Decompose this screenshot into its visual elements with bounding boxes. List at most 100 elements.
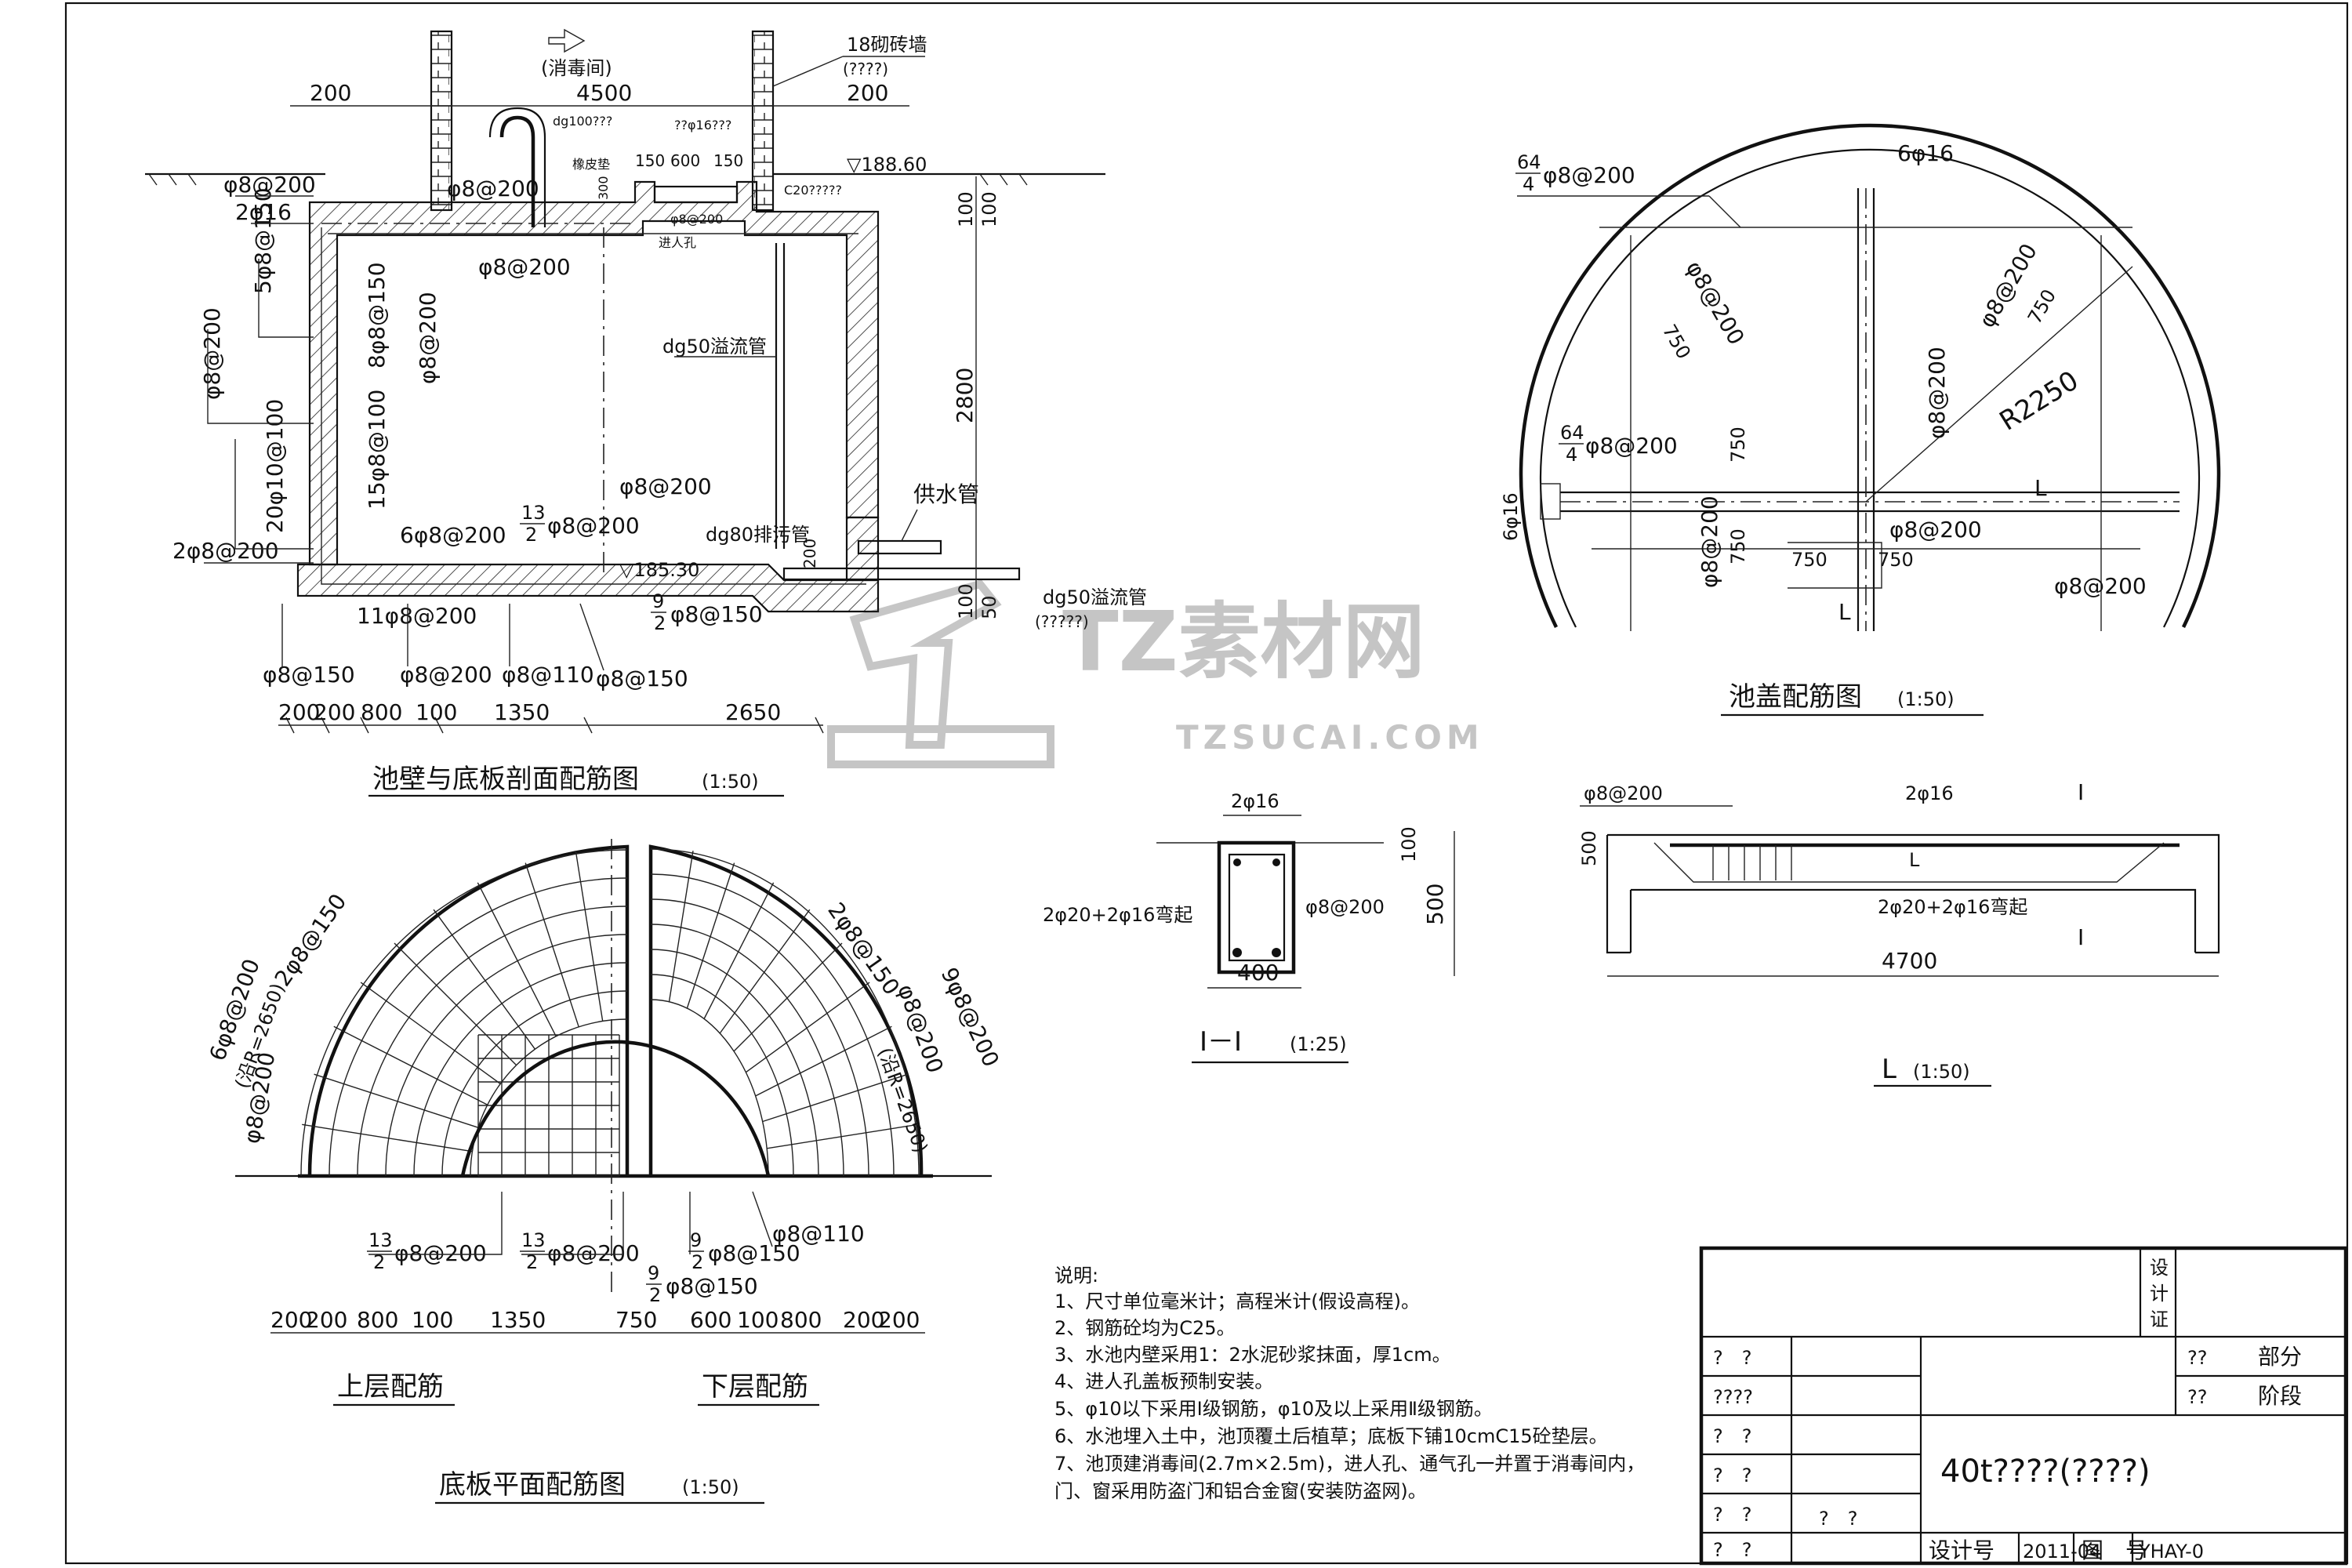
svg-text:750: 750 (1878, 549, 1914, 571)
svg-text:64: 64 (1560, 422, 1584, 444)
svg-text:100: 100 (955, 583, 977, 619)
svg-text:750: 750 (1727, 528, 1749, 564)
drawing-title: 40t????(????) (1940, 1454, 2151, 1490)
svg-text:1350: 1350 (490, 1307, 546, 1333)
svg-text:600: 600 (690, 1307, 731, 1333)
svg-text:8φ8@150: 8φ8@150 (364, 262, 390, 368)
svg-text:750: 750 (1727, 426, 1749, 463)
svg-text:200: 200 (270, 1307, 312, 1333)
concrete-label: C20????? (784, 183, 842, 198)
svg-text:φ8@200: φ8@200 (447, 176, 539, 201)
vent-label: dg100??? (553, 114, 612, 129)
svg-text:750: 750 (2024, 285, 2060, 328)
svg-text:φ8@200: φ8@200 (1305, 896, 1385, 918)
svg-text:500: 500 (1578, 830, 1600, 866)
svg-text:4700: 4700 (1882, 948, 1937, 974)
manhole-rebar: ??φ16??? (674, 118, 731, 132)
svg-text:11φ8@200: 11φ8@200 (357, 603, 477, 629)
svg-text:? ?: ? ? (1713, 1465, 1751, 1486)
svg-text:? ?: ? ? (1713, 1539, 1751, 1561)
plan-frac-d: 9 2 φ8@150 (646, 1262, 758, 1306)
manhole-cover (653, 185, 739, 204)
svg-text:φ8@200: φ8@200 (1924, 347, 1950, 439)
svg-text:φ8@200: φ8@200 (1585, 433, 1678, 459)
beam-section-outline (1217, 840, 1296, 975)
svg-text:部分: 部分 (2258, 1344, 2302, 1370)
svg-text:64: 64 (1517, 151, 1541, 173)
svg-text:(1:25): (1:25) (1290, 1033, 1347, 1055)
svg-text:150: 150 (635, 151, 665, 170)
beam-l-view: φ8@200 2φ16 2φ20+2φ16弯起 500 4700 L I I L… (1578, 779, 2220, 1087)
svg-text:φ8@200: φ8@200 (547, 513, 640, 539)
cover-view: 64 4 φ8@200 6φ16 φ8@200 750 φ8@200 750 φ… (1500, 123, 2221, 717)
svg-text:13: 13 (521, 1229, 546, 1251)
svg-text:1350: 1350 (494, 699, 550, 725)
drain-pipe-label: dg80排污管 (706, 524, 810, 546)
svg-text:13: 13 (521, 502, 546, 524)
svg-text:800: 800 (361, 699, 402, 725)
svg-text:2: 2 (373, 1251, 385, 1273)
svg-text:2φ20+2φ16弯起: 2φ20+2φ16弯起 (1043, 904, 1192, 926)
cover-beam-l: L (2034, 475, 2047, 501)
svg-text:2: 2 (649, 1284, 661, 1306)
overflow-pipe-2: dg50溢流管 (1043, 586, 1147, 608)
cover-frac-mid: 64 4 φ8@200 (1559, 422, 1678, 466)
svg-text:设计号: 设计号 (1929, 1537, 1994, 1563)
beam-section-view: 2φ16 2φ20+2φ16弯起 φ8@200 400 500 100 I－I … (1043, 790, 1455, 1064)
section-view: (消毒间) 18砌砖墙 (????) 200 4500 200 dg100???… (145, 28, 1147, 797)
svg-text:φ8@200: φ8@200 (1681, 256, 1749, 349)
dim-2800: 2800 (952, 368, 978, 423)
svg-text:图 号: 图 号 (2082, 1537, 2147, 1563)
svg-text:(1:50): (1:50) (1913, 1061, 1970, 1083)
svg-text:设: 设 (2150, 1257, 2169, 1279)
brick-wall-sub: (????) (843, 60, 888, 78)
rebar-labels-bottom: 11φ8@200 φ8@150 φ8@200 φ8@110 φ8@150 (263, 603, 688, 691)
plan-labels-left: 2φ8@150 6φ8@200 (沿R=2650) φ8@200 (205, 889, 352, 1145)
svg-text:4、进人孔盖板预制安装。: 4、进人孔盖板预制安装。 (1054, 1370, 1273, 1392)
svg-text:2: 2 (691, 1251, 703, 1273)
svg-text:2、钢筋砼均为C25。: 2、钢筋砼均为C25。 (1054, 1317, 1236, 1339)
svg-text:L: L (1909, 849, 1920, 871)
svg-text:门、窗采用防盗门和铝合金窗(安装防盗网)。: 门、窗采用防盗门和铝合金窗(安装防盗网)。 (1054, 1480, 1427, 1502)
svg-text:φ8@150: φ8@150 (670, 601, 763, 627)
cover-scale: (1:50) (1897, 688, 1955, 710)
sheet-border (64, 2, 2349, 1565)
svg-text:φ8@200: φ8@200 (415, 292, 441, 384)
svg-text:750: 750 (1791, 549, 1828, 571)
svg-text:200: 200 (278, 699, 320, 725)
svg-text:7、池顶建消毒间(2.7m×2.5m)，进人孔、通气孔一并置: 7、池顶建消毒间(2.7m×2.5m)，进人孔、通气孔一并置于消毒间内， (1054, 1453, 1645, 1475)
svg-text:φ8@150: φ8@150 (263, 662, 355, 688)
svg-text:φ8@200: φ8@200 (1584, 782, 1663, 804)
svg-text:600: 600 (670, 151, 700, 170)
svg-text:9φ8@200: 9φ8@200 (936, 964, 1004, 1071)
overflow-pipe: dg50溢流管 (662, 336, 767, 358)
brick-wall-label: 18砌砖墙 (847, 34, 927, 56)
dims-bottom: 200 200 800 100 1350 2650 (278, 699, 781, 725)
cover-left-bar: 6φ16 (1500, 492, 1522, 541)
svg-text:计: 计 (2150, 1283, 2169, 1305)
svg-text:2φ16: 2φ16 (1231, 790, 1279, 812)
svg-text:4: 4 (1566, 444, 1577, 466)
svg-text:2φ20+2φ16弯起: 2φ20+2φ16弯起 (1878, 896, 2027, 918)
svg-text:150: 150 (713, 151, 743, 170)
room-label: (消毒间) (541, 57, 612, 79)
svg-text:φ8@110: φ8@110 (502, 662, 594, 688)
lower-layer-label: 下层配筋 (702, 1371, 808, 1403)
brick-wall-right (751, 30, 775, 212)
svg-text:φ8@200: φ8@200 (223, 172, 316, 198)
svg-text:9: 9 (648, 1262, 659, 1284)
svg-text:300: 300 (596, 176, 611, 200)
svg-text:(?????): (?????) (1035, 612, 1089, 631)
plan-dims-left: 200 200 800 100 1350 (270, 1307, 546, 1333)
svg-text:9: 9 (652, 590, 664, 612)
svg-text:φ8@150: φ8@150 (708, 1240, 800, 1266)
svg-text:2: 2 (654, 612, 666, 634)
svg-text:200: 200 (800, 539, 819, 568)
supply-pipe-label: 供水管 (913, 481, 979, 507)
svg-text:5、φ10以下采用Ⅰ级钢筋，φ10及以上采用Ⅱ级钢筋。: 5、φ10以下采用Ⅰ级钢筋，φ10及以上采用Ⅱ级钢筋。 (1054, 1398, 1493, 1420)
svg-text:φ8@150: φ8@150 (596, 666, 688, 691)
title-block: 设 计 证 ? ? ???? ? ? ? ? ? ? ? ? ? ? ?? 部分… (1699, 1246, 2348, 1566)
svg-text:800: 800 (780, 1307, 822, 1333)
svg-text:φ8@200: φ8@200 (1697, 495, 1722, 588)
